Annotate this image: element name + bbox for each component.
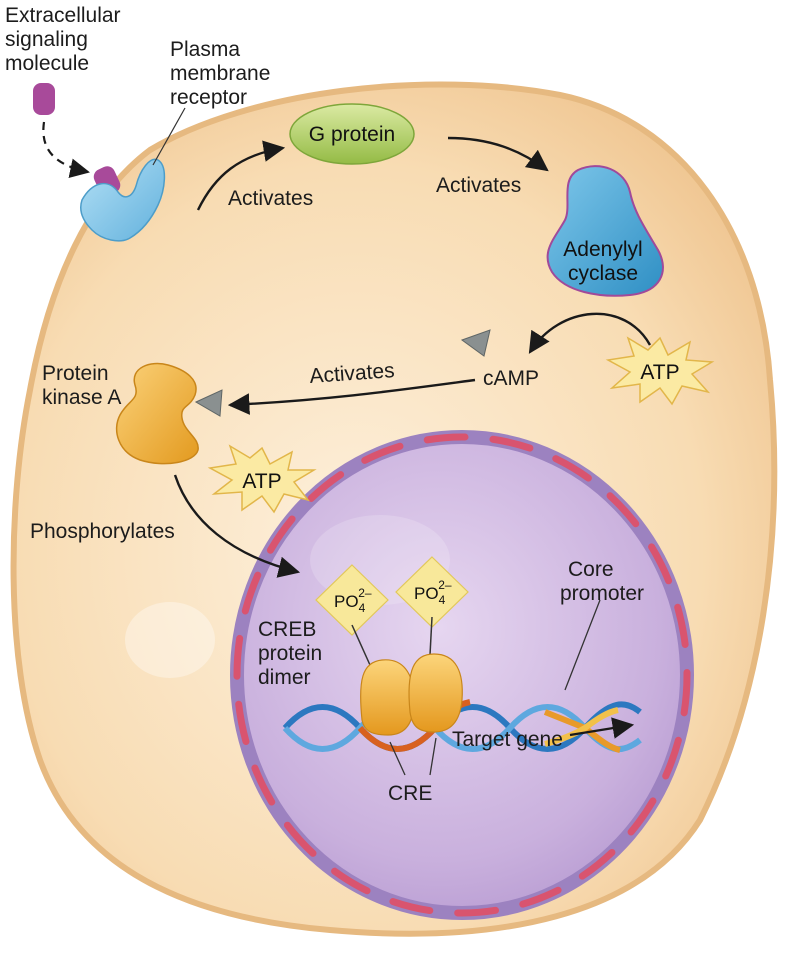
label-signal-line1: Extracellular — [5, 4, 121, 27]
signal-dashed-arrow — [42, 121, 90, 178]
label-phosphorylates: Phosphorylates — [30, 520, 175, 543]
atp-star-nucleus — [207, 444, 317, 514]
creb-protein-dimer — [360, 653, 463, 736]
po4-link-left — [351, 624, 371, 666]
cre-leader-left — [389, 741, 406, 776]
label-core-line2: promoter — [560, 582, 644, 605]
label-receptor-line3: receptor — [170, 86, 247, 109]
label-core-line1: Core — [568, 558, 614, 581]
protein-kinase-a — [115, 362, 199, 465]
label-receptor-line1: Plasma — [170, 38, 240, 61]
label-pka-line2: kinase A — [42, 386, 121, 409]
arrow-camp-to-pka — [227, 378, 476, 415]
g-protein — [289, 103, 415, 165]
label-target-gene: Target gene — [452, 728, 563, 751]
adenylyl-cyclase — [546, 165, 664, 297]
camp-molecule — [460, 329, 491, 357]
camp-bound-molecule — [194, 389, 223, 417]
arrow-pka-to-creb — [173, 474, 301, 578]
atp-star-cytoplasm — [605, 336, 715, 406]
arrow-gprotein-to-adenylyl — [447, 136, 549, 172]
label-cre: CRE — [388, 782, 432, 805]
label-activates-1: Activates — [228, 187, 313, 210]
label-g-protein: G protein — [309, 123, 395, 146]
arrow-receptor-to-gprotein — [196, 140, 286, 211]
po4-tag-left — [315, 564, 389, 636]
label-po4-left: PO42– — [334, 586, 372, 615]
label-creb-line1: CREB — [258, 618, 316, 641]
signaling-molecule — [33, 83, 55, 115]
target-gene-arrow — [569, 717, 635, 739]
cre-leader-right — [429, 737, 437, 776]
label-creb-line3: dimer — [258, 666, 311, 689]
label-signal-line2: signaling — [5, 28, 88, 51]
label-adenylyl-line2: cyclase — [568, 262, 638, 285]
label-creb-line2: protein — [258, 642, 322, 665]
label-po4-right: PO42– — [414, 578, 452, 607]
label-activates-2: Activates — [436, 174, 521, 197]
label-atp-1: ATP — [640, 361, 679, 384]
plasma-membrane-receptor — [80, 158, 166, 242]
label-pka-line1: Protein — [42, 362, 109, 385]
label-adenylyl-line1: Adenylyl — [563, 238, 642, 261]
label-atp-2: ATP — [242, 470, 281, 493]
label-camp: cAMP — [483, 367, 539, 390]
label-signal-line3: molecule — [5, 52, 89, 75]
cytoplasm-highlight — [125, 602, 215, 678]
arrow-atp-to-camp — [528, 312, 652, 354]
core-promoter-leader — [564, 599, 601, 691]
label-receptor-line2: membrane — [170, 62, 270, 85]
receptor-leader-line — [152, 107, 186, 166]
po4-link-right — [429, 616, 433, 656]
